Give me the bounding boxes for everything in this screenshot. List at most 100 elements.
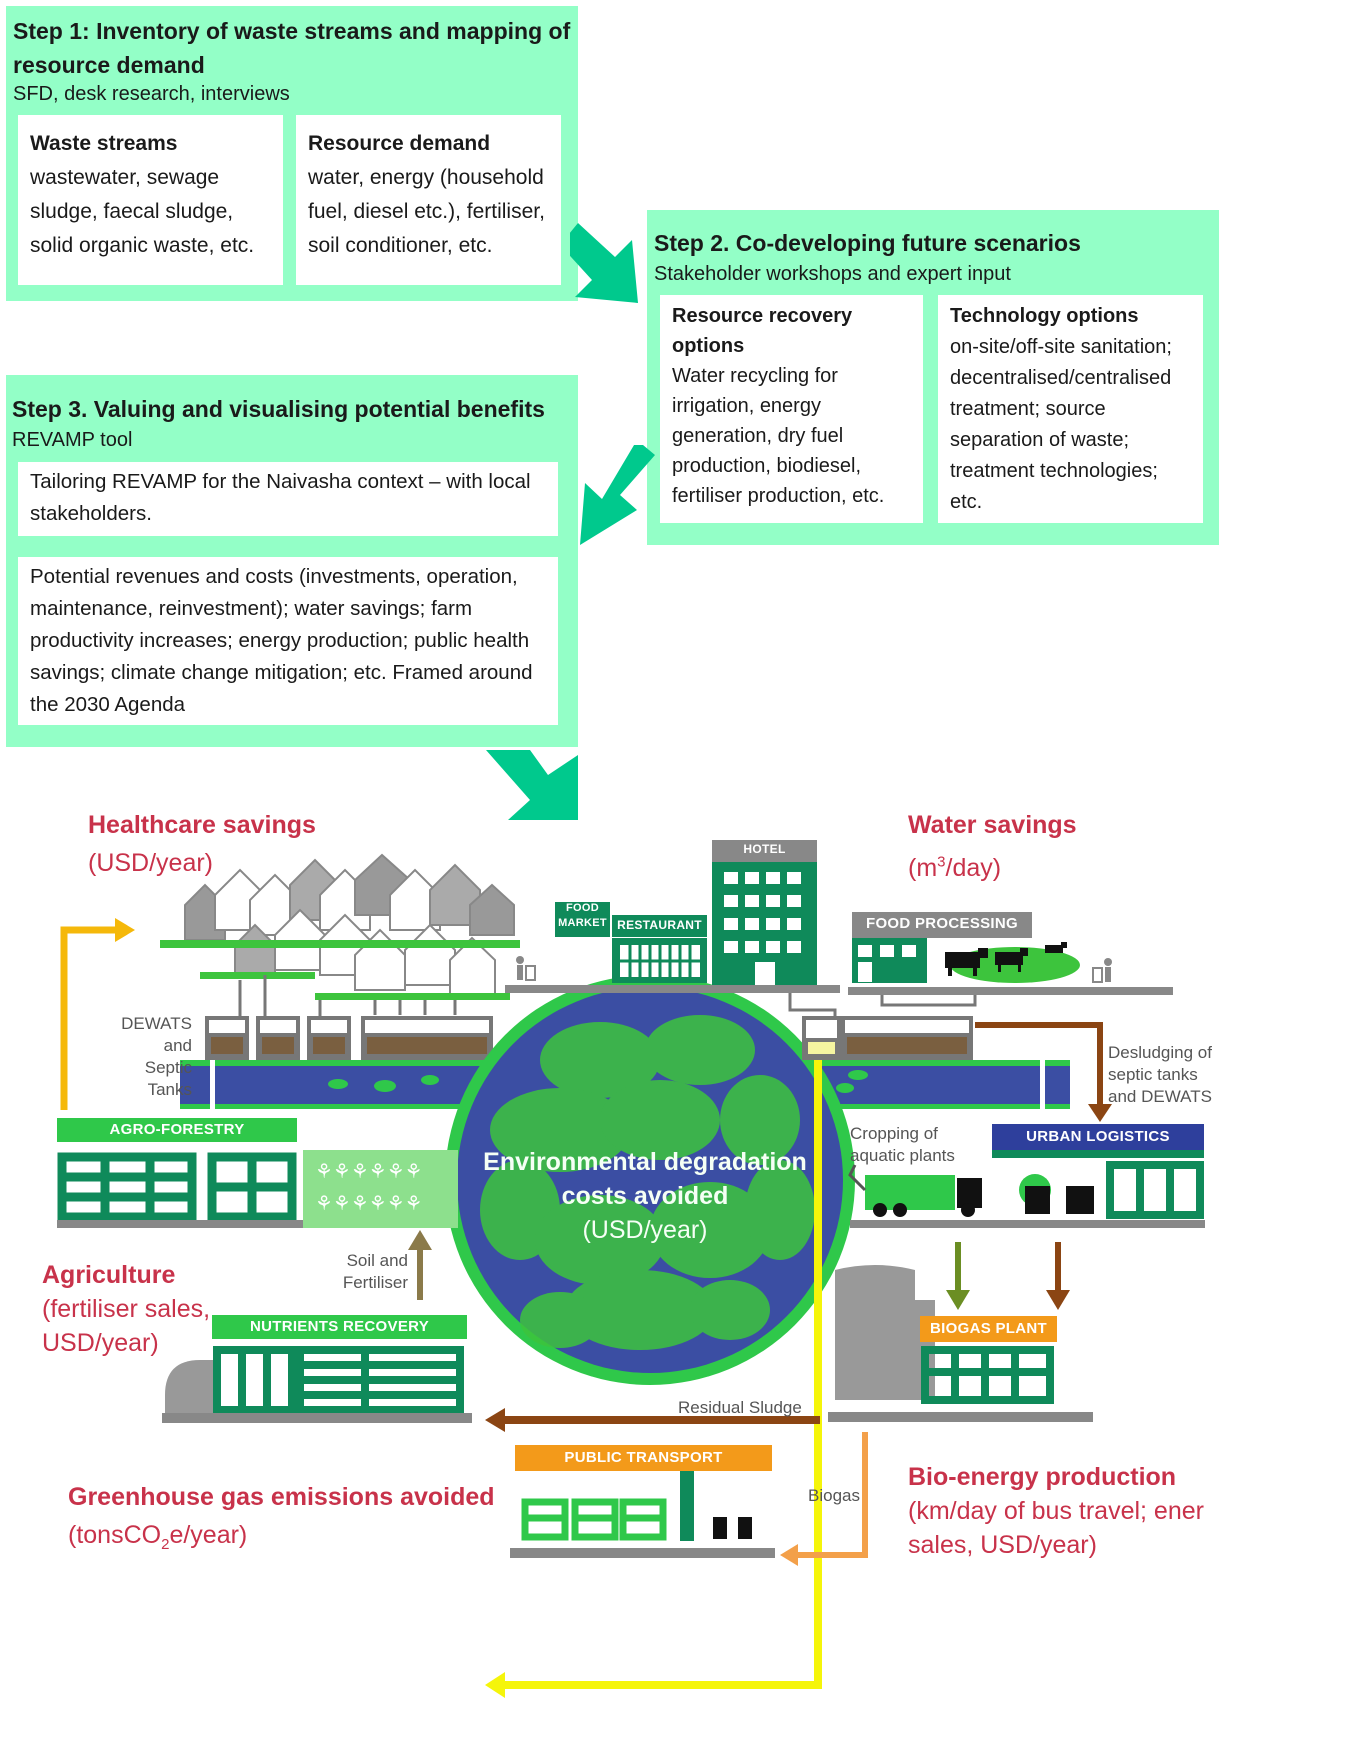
- water-title: Water savings: [908, 811, 1077, 839]
- desludging-line: septic tanks: [1108, 1065, 1198, 1084]
- water-unit: (m3/day): [908, 854, 1002, 883]
- food-market-line: MARKET: [558, 917, 607, 929]
- ghg-emissions-label: Greenhouse gas emissions avoided (tonsCO…: [68, 1478, 495, 1564]
- label-desludging: Desludging of septic tanks and DEWATS: [1108, 1042, 1212, 1108]
- tailoring-line: Tailoring REVAMP for the Naivasha contex…: [30, 470, 531, 493]
- benefits-line: Potential revenues and costs (investment…: [30, 565, 518, 588]
- env-title-line: costs avoided: [561, 1182, 729, 1210]
- tech-line: etc.: [950, 491, 983, 513]
- water-savings-label: Water savings (m3/day): [908, 806, 1077, 887]
- sign-hotel: HOTEL: [743, 842, 786, 856]
- step1-subtitle: SFD, desk research, interviews: [13, 83, 290, 105]
- technology-title: Technology options: [950, 305, 1139, 327]
- fuel-pump-icon: [713, 1517, 752, 1539]
- benefits-line: productivity increases; energy productio…: [30, 629, 530, 652]
- sign-urban-logistics: URBAN LOGISTICS: [1026, 1128, 1170, 1145]
- label-biogas: Biogas: [808, 1486, 860, 1505]
- step1-title-line1: Step 1: Inventory of waste streams and m…: [13, 18, 571, 44]
- cows-icon: [945, 942, 1067, 976]
- step1-title: Step 1: Inventory of waste streams and m…: [13, 14, 570, 82]
- sign-agro-forestry: AGRO-FORESTRY: [109, 1121, 245, 1138]
- label-cropping: Cropping of aquatic plants: [850, 1123, 955, 1167]
- sign-food-market: FOOD MARKET: [555, 901, 610, 931]
- step3-tailoring-box: Tailoring REVAMP for the Naivasha contex…: [18, 462, 558, 536]
- sign-public-transport: PUBLIC TRANSPORT: [564, 1449, 723, 1466]
- desludging-line: and DEWATS: [1108, 1087, 1212, 1106]
- env-title-line: Environmental degradation: [483, 1148, 807, 1176]
- food-market-line: FOOD: [566, 902, 599, 914]
- sign-nutrients-recovery: NUTRIENTS RECOVERY: [249, 1318, 430, 1335]
- recovery-title-line: options: [672, 335, 745, 357]
- bioenergy-title: Bio-energy production: [908, 1463, 1177, 1491]
- demand-line: soil conditioner, etc.: [308, 234, 493, 257]
- cropping-line: Cropping of: [850, 1124, 938, 1143]
- agriculture-unit: USD/year): [42, 1329, 159, 1357]
- dewats-line: Septic Tanks: [144, 1058, 192, 1099]
- houses-icon: [184, 853, 515, 996]
- healthcare-savings-label: Healthcare savings (USD/year): [88, 806, 316, 882]
- person-bin-icon: [516, 956, 1112, 983]
- healthcare-title: Healthcare savings: [88, 811, 316, 839]
- ghg-title: Greenhouse gas emissions avoided: [68, 1483, 495, 1511]
- tech-line: treatment; source: [950, 398, 1106, 420]
- sign-food-processing: FOOD PROCESSING: [865, 915, 1019, 932]
- label-residual-sludge: Residual Sludge: [678, 1398, 802, 1417]
- step2-title: Step 2. Co-developing future scenarios: [654, 230, 1081, 256]
- svg-text:⚘⚘⚘⚘⚘⚘: ⚘⚘⚘⚘⚘⚘: [315, 1193, 423, 1215]
- crops-icon: ⚘⚘⚘⚘⚘⚘ ⚘⚘⚘⚘⚘⚘: [315, 1161, 423, 1215]
- tech-line: separation of waste;: [950, 429, 1129, 451]
- agriculture-label: Agriculture (fertiliser sales, USD/year): [42, 1258, 210, 1360]
- environmental-label: Environmental degradation costs avoided …: [470, 1145, 820, 1247]
- resource-recovery-box: Resource recovery options Water recyclin…: [660, 295, 923, 523]
- tailoring-line: stakeholders.: [30, 502, 152, 525]
- resource-demand-title: Resource demand: [308, 132, 491, 155]
- waste-line: solid organic waste, etc.: [30, 234, 255, 257]
- sign-restaurant: RESTAURANT: [617, 918, 702, 932]
- soil-line: Fertiliser: [342, 1273, 408, 1292]
- step1-waste-box: Waste streams wastewater, sewage sludge,…: [18, 115, 283, 285]
- step3-benefits-box: Potential revenues and costs (investment…: [18, 557, 558, 725]
- recovery-line: generation, dry fuel: [672, 425, 844, 447]
- arrow-step1-to-step2-icon: [570, 223, 638, 303]
- septic-tanks-icon: [205, 1016, 493, 1060]
- step2-subtitle: Stakeholder workshops and expert input: [654, 263, 1011, 285]
- bioenergy-label: Bio-energy production (km/day of bus tra…: [908, 1460, 1208, 1562]
- recovery-line: production, biodiesel,: [672, 455, 862, 477]
- tech-line: on-site/off-site sanitation;: [950, 336, 1172, 358]
- step3-subtitle: REVAMP tool: [12, 429, 133, 451]
- tech-line: treatment technologies;: [950, 460, 1158, 482]
- soil-line: Soil and: [346, 1251, 408, 1270]
- cropping-line: aquatic plants: [850, 1146, 955, 1165]
- demand-line: fuel, diesel etc.), fertiliser,: [308, 200, 545, 223]
- demand-line: water, energy (household: [308, 166, 544, 189]
- agriculture-unit: (fertiliser sales,: [42, 1295, 211, 1323]
- tech-line: decentralised/centralised: [950, 367, 1172, 389]
- desludging-line: Desludging of: [1108, 1043, 1212, 1062]
- recovery-line: Water recycling for: [672, 365, 838, 387]
- circular-economy-illustration: ⚘⚘⚘⚘⚘⚘ ⚘⚘⚘⚘⚘⚘: [57, 840, 1205, 1698]
- label-soil-fertiliser: Soil and Fertiliser: [335, 1250, 408, 1294]
- dewats-line: DEWATS and: [121, 1014, 192, 1055]
- step3-title: Step 3. Valuing and visualising potentia…: [12, 396, 545, 422]
- step1-demand-box: Resource demand water, energy (household…: [296, 115, 561, 285]
- benefits-line: maintenance, reinvestment); water saving…: [30, 597, 473, 620]
- bioenergy-unit: (km/day of bus travel; ener: [908, 1497, 1204, 1525]
- recovery-title-line: Resource recovery: [672, 305, 853, 327]
- waste-line: sludge, faecal sludge,: [30, 200, 234, 223]
- sign-biogas-plant: BIOGAS PLANT: [930, 1320, 1047, 1337]
- arrow-step2-to-step3-icon: [580, 445, 655, 545]
- label-dewats: DEWATS and Septic Tanks: [100, 1013, 192, 1101]
- technology-options-box: Technology options on-site/off-site sani…: [938, 295, 1203, 523]
- step1-title-line2: resource demand: [13, 52, 205, 78]
- env-unit: (USD/year): [582, 1216, 708, 1244]
- waste-streams-title: Waste streams: [30, 132, 178, 155]
- ghg-unit: (tonsCO2e/year): [68, 1521, 248, 1553]
- waste-line: wastewater, sewage: [30, 166, 220, 189]
- svg-text:⚘⚘⚘⚘⚘⚘: ⚘⚘⚘⚘⚘⚘: [315, 1161, 423, 1183]
- benefits-line: savings; climate change mitigation; etc.…: [30, 661, 533, 684]
- recovery-line: irrigation, energy: [672, 395, 821, 417]
- trucks-icon: [1025, 1186, 1094, 1214]
- arrow-step3-to-illustration-icon: [486, 750, 578, 820]
- benefits-line: the 2030 Agenda: [30, 693, 186, 716]
- bioenergy-unit: sales, USD/year): [908, 1531, 1097, 1559]
